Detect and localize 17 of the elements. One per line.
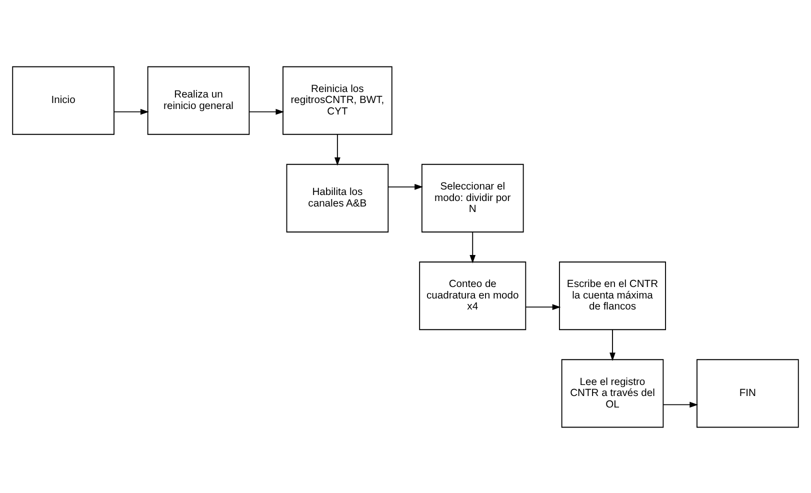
arrow	[470, 231, 476, 263]
node-box: Escribe en el CNTR la cuenta máxima de flancos	[559, 261, 666, 330]
arrow	[525, 304, 561, 310]
node-box: FIN	[696, 358, 799, 428]
node-box: Lee el registro CNTR a través del OL	[561, 358, 664, 428]
arrow	[610, 328, 616, 361]
arrow	[388, 183, 424, 190]
node-box: Inicio	[12, 66, 114, 134]
node-box: Seleccionar el modo: dividir por N	[421, 163, 524, 232]
node-box: Habilita los canales A&B	[286, 163, 389, 232]
arrow	[248, 108, 284, 114]
node-box: Realiza un reinicio general	[147, 66, 250, 134]
node-box: Conteo de cuadratura en modo x4	[419, 261, 526, 330]
arrow	[334, 133, 340, 166]
node-box: Reinicia los regitrosCNTR, BWT, CYT	[282, 66, 392, 134]
arrow	[662, 401, 698, 408]
arrow	[114, 108, 149, 114]
